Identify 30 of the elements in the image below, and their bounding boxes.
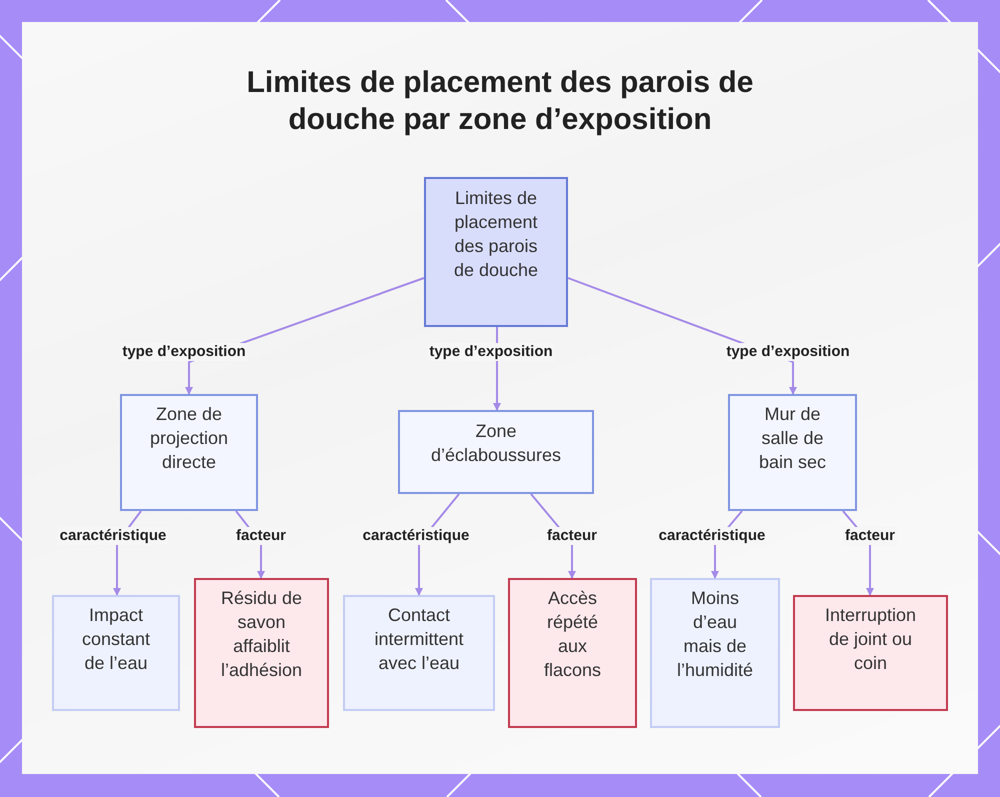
edge-label: type d’exposition [724, 343, 852, 361]
box-text: Mur de salle de bain sec [758, 403, 828, 474]
edge-label: caractéristique [656, 527, 768, 545]
edge-label: caractéristique [58, 527, 168, 545]
concept-box [52, 595, 180, 711]
box-text: Accès répété aux flacons [542, 587, 602, 682]
box-text: Interruption de joint ou coin [824, 604, 918, 675]
edge-label: type d’exposition [120, 343, 248, 361]
box-text: Zone de projection directe [148, 403, 230, 474]
box-text: Contact intermittent avec l’eau [373, 604, 465, 675]
concept-box [508, 578, 637, 728]
edge-label: caractéristique [360, 527, 472, 545]
edge-label: type d’exposition [427, 343, 555, 361]
concept-box [398, 410, 594, 494]
concept-box [343, 595, 495, 711]
topic-box [424, 177, 568, 327]
box-text: Impact constant de l’eau [80, 604, 152, 675]
box-text: Limites de placement des parois de douche [452, 187, 540, 282]
concept-box [793, 595, 948, 711]
concept-box [120, 394, 258, 511]
edge-label: facteur [842, 527, 898, 545]
diagram-title: Limites de placement des parois de douche par zone d’exposition [246, 65, 754, 138]
concept-box [650, 578, 780, 728]
box-text: Zone d’éclaboussures [430, 420, 562, 467]
concept-box [728, 394, 857, 511]
box-text: Résidu de savon affaiblit l’adhésion [220, 587, 304, 682]
box-text: Moins d’eau mais de l’humidité [676, 587, 754, 682]
edge-label: facteur [544, 527, 600, 545]
concept-box [194, 578, 329, 728]
edge-label: facteur [234, 527, 288, 545]
